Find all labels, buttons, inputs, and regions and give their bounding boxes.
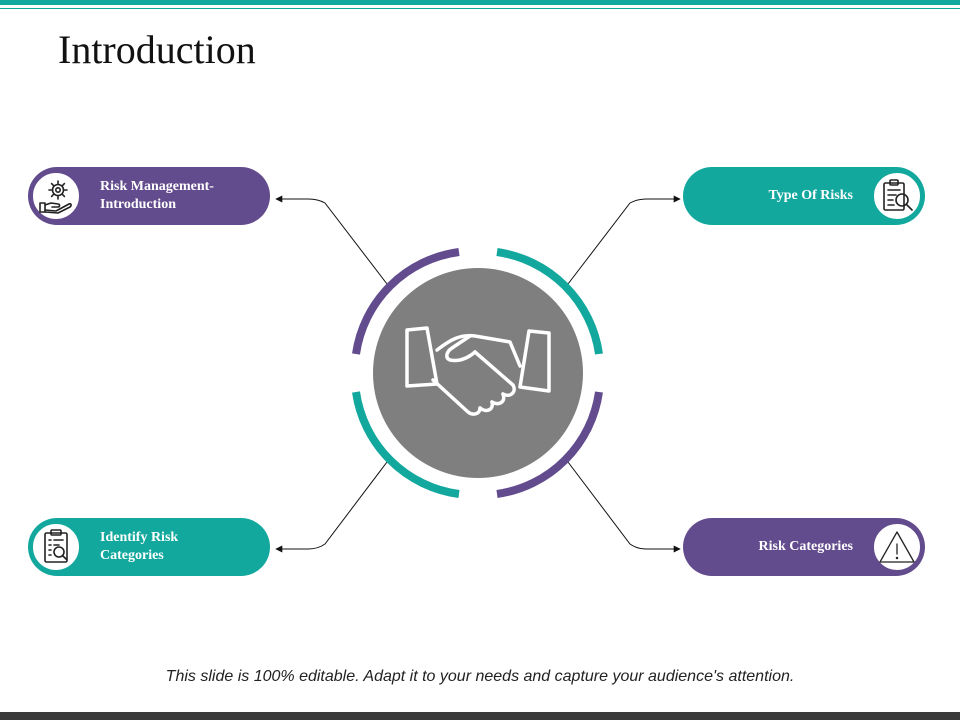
clipboard-search-icon [883, 179, 913, 211]
center-circle [373, 268, 583, 478]
connector-top-right [567, 195, 681, 285]
connector-bottom-left [275, 461, 388, 553]
clipboard-search-icon-container [872, 171, 922, 221]
pill-label: Risk Management- Introduction [100, 179, 214, 212]
pill-identify-risk-categories[interactable]: Identify Risk Categories [28, 518, 270, 576]
pill-risk-categories[interactable]: Risk Categories [683, 518, 925, 576]
ring-segment-top-right [496, 248, 603, 355]
pill-type-of-risks[interactable]: Type Of Risks [683, 167, 925, 225]
top-accent-line [0, 8, 960, 9]
footer-note: This slide is 100% editable. Adapt it to… [165, 668, 795, 685]
connector-bottom-right [567, 461, 681, 553]
pill-label: Risk Categories [758, 539, 854, 554]
ring-segment-top-left [352, 248, 460, 355]
top-accent-bar [0, 0, 960, 5]
clipboard-list-search-icon [44, 529, 68, 563]
connector-top-left [275, 195, 388, 285]
warning-triangle-icon-container [872, 522, 922, 572]
pill-label: Identify Risk Categories [100, 530, 179, 563]
pill-label: Type Of Risks [768, 188, 853, 203]
warning-triangle-icon [879, 531, 915, 563]
clipboard-list-search-icon-container [31, 522, 81, 572]
slide-title: Introduction [58, 27, 256, 72]
ring-segment-bottom-right [496, 391, 603, 498]
gear-hand-icon-container [31, 171, 81, 221]
ring-segment-bottom-left [352, 391, 460, 498]
handshake-icon [405, 326, 551, 416]
gear-hand-icon [39, 180, 72, 214]
bottom-accent-bar [0, 712, 960, 720]
pill-risk-management-introduction[interactable]: Risk Management- Introduction [28, 167, 270, 225]
